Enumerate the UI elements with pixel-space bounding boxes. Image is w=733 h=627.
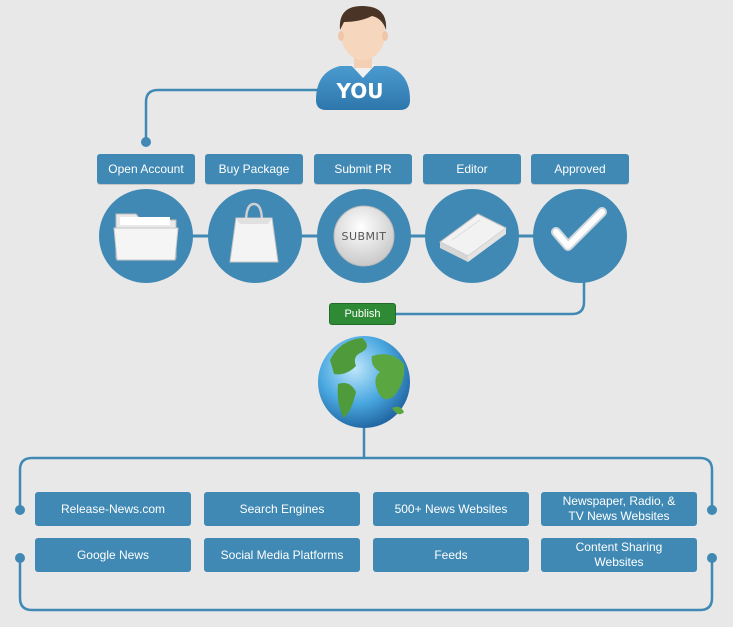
submit-button-icon: SUBMIT <box>333 205 395 267</box>
globe-icon <box>318 336 410 428</box>
target-feeds[interactable]: Feeds <box>373 538 529 572</box>
target-release-news[interactable]: Release-News.com <box>35 492 191 526</box>
svg-text:SUBMIT: SUBMIT <box>341 230 386 243</box>
target-search-engines[interactable]: Search Engines <box>204 492 360 526</box>
step-label-approved[interactable]: Approved <box>531 154 629 184</box>
shopping-bag-icon <box>229 202 279 263</box>
connector-dot <box>15 505 25 515</box>
folder-icon <box>113 213 179 261</box>
target-news-websites[interactable]: 500+ News Websites <box>373 492 529 526</box>
connector-dot <box>707 505 717 515</box>
step-label-buy-package[interactable]: Buy Package <box>205 154 303 184</box>
target-google-news[interactable]: Google News <box>35 538 191 572</box>
notebook-icon <box>439 213 507 262</box>
connector-dot <box>15 553 25 563</box>
connector-targets-top <box>18 456 714 508</box>
step-label-submit-pr[interactable]: Submit PR <box>314 154 412 184</box>
connector-targets-bottom <box>18 560 714 612</box>
connector-you-to-steps <box>144 88 318 142</box>
connector-dot <box>141 137 151 147</box>
step-label-open-account[interactable]: Open Account <box>97 154 195 184</box>
target-social-media[interactable]: Social Media Platforms <box>204 538 360 572</box>
you-label: YOU <box>335 79 383 103</box>
target-content-sharing[interactable]: Content Sharing Websites <box>541 538 697 572</box>
publish-badge[interactable]: Publish <box>329 303 396 325</box>
step-label-editor[interactable]: Editor <box>423 154 521 184</box>
avatar: YOU <box>316 6 410 110</box>
connector-dot <box>707 553 717 563</box>
connector-approved-to-publish <box>396 282 586 316</box>
target-newspaper-radio-tv[interactable]: Newspaper, Radio, & TV News Websites <box>541 492 697 526</box>
checkmark-icon <box>551 207 607 251</box>
